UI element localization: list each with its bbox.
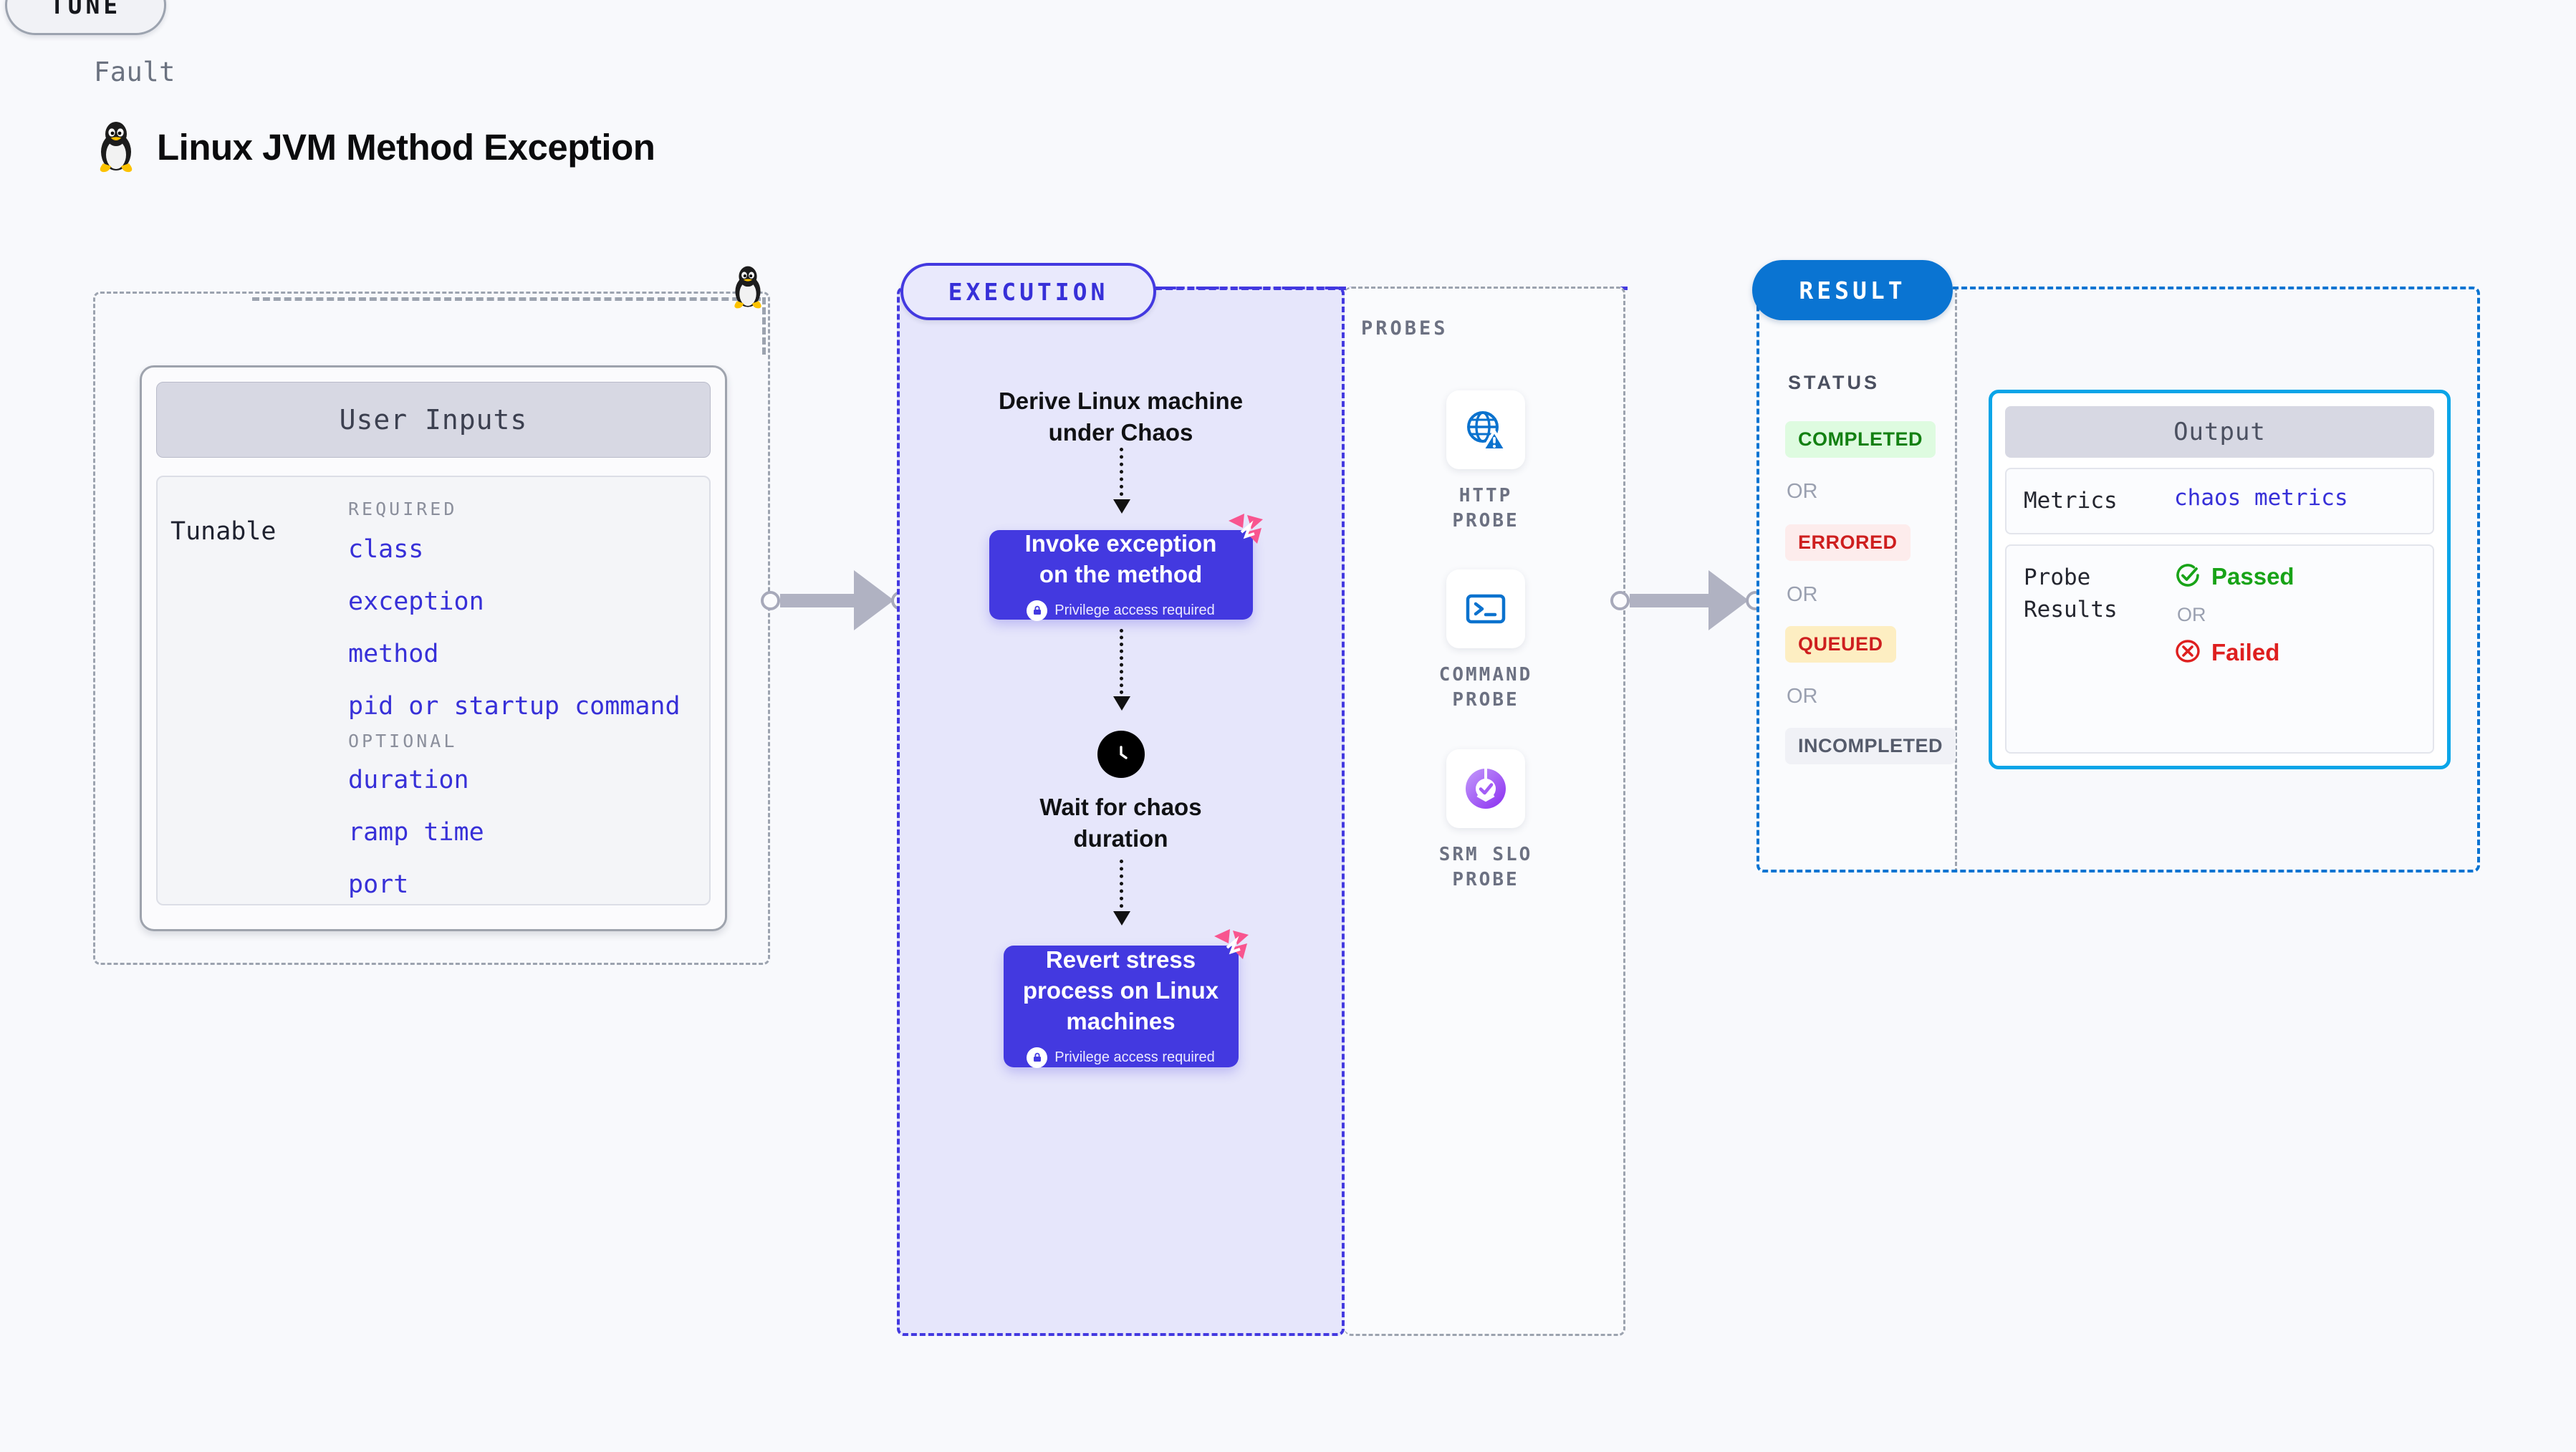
probe-http-label: HTTP PROBE xyxy=(1452,485,1519,532)
connector-tune-to-execution xyxy=(761,570,913,630)
harness-logo-icon xyxy=(1211,928,1251,967)
result-panel-border xyxy=(1756,287,2480,872)
x-circle-icon xyxy=(2174,638,2201,668)
status-badge-queued: QUEUED xyxy=(1785,626,1896,663)
privilege-note-invoke: Privilege access required xyxy=(1027,600,1215,621)
connector-dot-start xyxy=(1610,590,1630,610)
result-pill-label[interactable]: RESULT xyxy=(1752,260,1953,320)
tunable-fields: REQUIRED class exception method pid or s… xyxy=(348,499,709,904)
user-inputs-header: User Inputs xyxy=(156,382,711,458)
tune-panel-border xyxy=(93,292,770,965)
execution-pill-label[interactable]: EXECUTION xyxy=(900,263,1156,320)
tunable-row-label: Tunable xyxy=(170,517,277,546)
arrow-wait-to-revert xyxy=(1112,860,1130,925)
connector-dot-start xyxy=(761,590,780,610)
connector-bar xyxy=(780,593,855,607)
connector-arrowhead xyxy=(1708,570,1749,630)
tune-pill-label[interactable]: TUNE xyxy=(5,0,166,35)
lock-icon xyxy=(1027,600,1048,621)
page-title-row: Linux JVM Method Exception xyxy=(94,120,655,173)
probe-result-failed: Failed xyxy=(2174,638,2294,668)
linux-penguin-icon xyxy=(94,120,138,173)
output-metrics-value[interactable]: chaos metrics xyxy=(2174,485,2348,511)
field-ramp-time[interactable]: ramp time xyxy=(348,818,484,847)
probe-result-passed-label: Passed xyxy=(2211,563,2294,590)
lock-icon xyxy=(1027,1047,1048,1068)
user-inputs-card: User Inputs Tunable REQUIRED class excep… xyxy=(140,365,727,931)
user-inputs-body: Tunable REQUIRED class exception method … xyxy=(156,476,711,905)
output-probe-results-values: Passed OR Failed xyxy=(2174,562,2294,736)
status-badge-completed: COMPLETED xyxy=(1785,421,1936,458)
terminal-icon xyxy=(1446,569,1525,648)
output-row-metrics: Metrics chaos metrics xyxy=(2005,468,2434,534)
arrow-derive-to-invoke xyxy=(1112,448,1130,514)
probe-result-failed-label: Failed xyxy=(2211,639,2280,666)
status-title: STATUS xyxy=(1788,372,1880,393)
field-duration[interactable]: duration xyxy=(348,766,469,794)
probe-result-or: OR xyxy=(2177,603,2206,625)
page-title: Linux JVM Method Exception xyxy=(157,126,655,168)
clock-icon xyxy=(1097,731,1145,778)
status-badge-errored: ERRORED xyxy=(1785,524,1911,561)
result-panel xyxy=(1756,287,2480,872)
optional-group-label: OPTIONAL xyxy=(348,731,458,751)
linux-penguin-icon xyxy=(729,265,766,313)
field-method[interactable]: method xyxy=(348,640,439,668)
field-class[interactable]: class xyxy=(348,535,424,564)
result-status-column xyxy=(1756,287,1957,872)
probe-http[interactable]: HTTP PROBE xyxy=(1426,390,1546,534)
field-pid-or-startup-command[interactable]: pid or startup command xyxy=(348,692,681,721)
harness-logo-icon xyxy=(1226,512,1266,552)
required-group-label: REQUIRED xyxy=(348,499,458,519)
probes-title: PROBES xyxy=(1361,317,1448,340)
probe-result-passed: Passed xyxy=(2174,562,2294,592)
status-badge-incompleted: INCOMPLETED xyxy=(1785,728,1956,764)
tune-panel xyxy=(93,292,770,965)
connector-arrowhead xyxy=(854,570,894,630)
fault-eyebrow-label: Fault xyxy=(94,57,176,87)
status-or-3: OR xyxy=(1787,685,1818,708)
privilege-note-revert: Privilege access required xyxy=(1027,1047,1215,1068)
field-port[interactable]: port xyxy=(348,870,409,899)
field-exception[interactable]: exception xyxy=(348,587,484,616)
tune-dashed-connector xyxy=(252,297,761,301)
slo-donut-check-icon xyxy=(1446,749,1525,828)
connector-probes-to-result xyxy=(1610,570,1775,630)
arrow-invoke-to-wait xyxy=(1112,629,1130,711)
privilege-note-invoke-text: Privilege access required xyxy=(1054,602,1215,618)
output-metrics-key: Metrics xyxy=(2024,488,2118,514)
connector-bar xyxy=(1630,593,1710,607)
status-or-2: OR xyxy=(1787,583,1818,606)
check-circle-icon xyxy=(2174,562,2201,592)
output-card-header: Output xyxy=(2005,406,2434,458)
tune-dashed-connector-vertical xyxy=(762,297,766,355)
privilege-note-revert-text: Privilege access required xyxy=(1054,1049,1215,1065)
globe-warning-icon xyxy=(1446,390,1525,469)
status-or-1: OR xyxy=(1787,480,1818,503)
